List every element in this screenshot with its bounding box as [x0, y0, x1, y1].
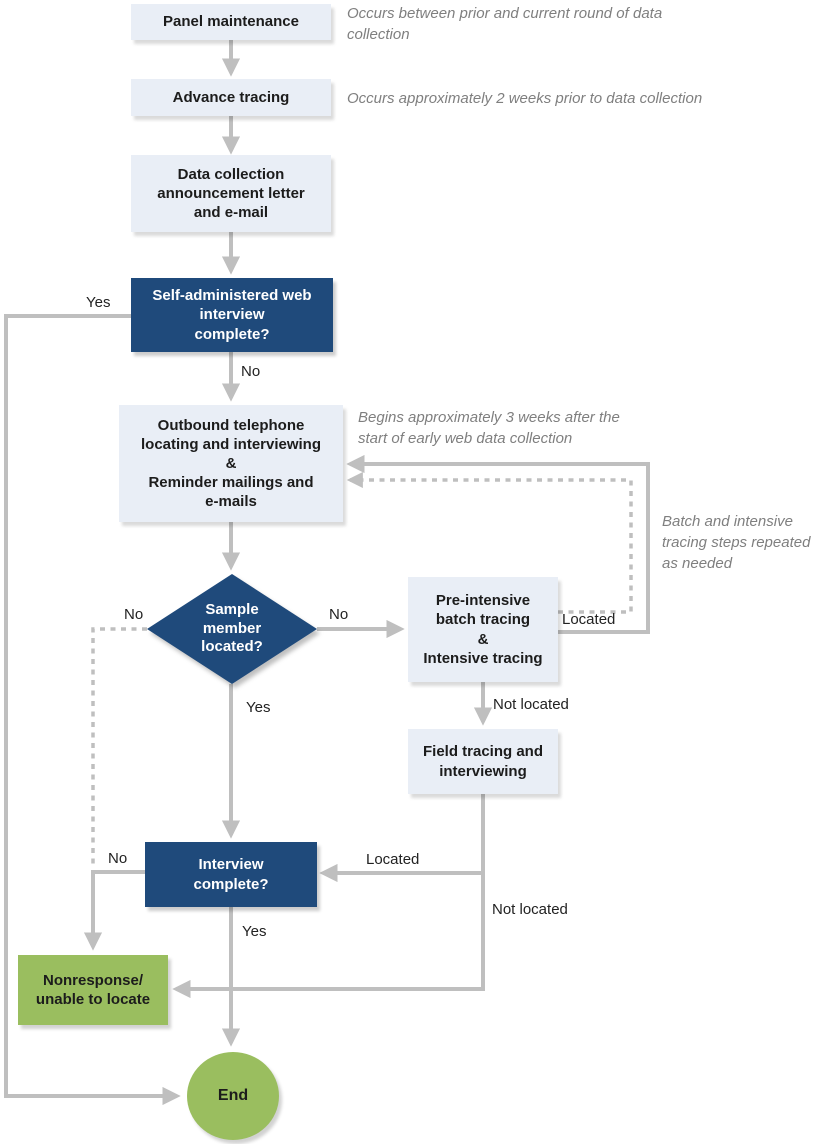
sample-member-located-label: Sample member located? [147, 574, 317, 684]
interview-complete-decision-box: Interview complete? [145, 842, 317, 907]
edge-label-interview-no: No [108, 850, 128, 867]
edge-label-interview-yes: Yes [242, 923, 267, 940]
advance-tracing-box: Advance tracing [131, 79, 331, 116]
edge-web-interview-yes-to-end [4, 314, 181, 1106]
note-outbound-timing: Begins approximately 3 weeks after the s… [358, 409, 620, 447]
note-panel-maintenance: Occurs between prior and current round o… [347, 5, 663, 43]
edge-label-field-not-located: Not located [492, 901, 568, 918]
edge-field-notlocated-to-nonresponse [172, 794, 485, 999]
web-interview-complete-decision-box: Self-administered web interview complete… [131, 278, 333, 352]
edge-interview-no-to-nonresponse [83, 870, 145, 951]
edge-batch-located-to-outbound-solid [346, 454, 650, 634]
note-tracing-loop: Batch and intensive tracing steps repeat… [662, 513, 811, 572]
sample-member-located-diamond: Sample member located? [147, 574, 317, 684]
edge-sample-located-no-dashed [91, 627, 147, 866]
edge-label-field-located: Located [366, 851, 420, 868]
edge-batch-located-to-outbound-dashed [346, 471, 633, 614]
edge-label-web-no: No [241, 363, 261, 380]
outbound-telephone-box: Outbound telephone locating and intervie… [119, 405, 343, 522]
edge-label-loop-located: Located [562, 611, 616, 628]
nonresponse-box: Nonresponse/ unable to locate [18, 955, 168, 1025]
edge-label-located-no-left: No [124, 606, 144, 623]
end-terminator: End [187, 1052, 279, 1140]
announcement-letter-box: Data collection announcement letter and … [131, 155, 331, 232]
edge-label-located-no-right: No [329, 606, 349, 623]
batch-intensive-tracing-box: Pre-intensive batch tracing & Intensive … [408, 577, 558, 682]
field-tracing-box: Field tracing and interviewing [408, 729, 558, 794]
panel-maintenance-box: Panel maintenance [131, 4, 331, 40]
edge-label-batch-not-located: Not located [493, 696, 569, 713]
note-advance-tracing: Occurs approximately 2 weeks prior to da… [347, 90, 703, 107]
edge-label-web-yes: Yes [86, 294, 111, 311]
edge-label-located-yes: Yes [246, 699, 271, 716]
